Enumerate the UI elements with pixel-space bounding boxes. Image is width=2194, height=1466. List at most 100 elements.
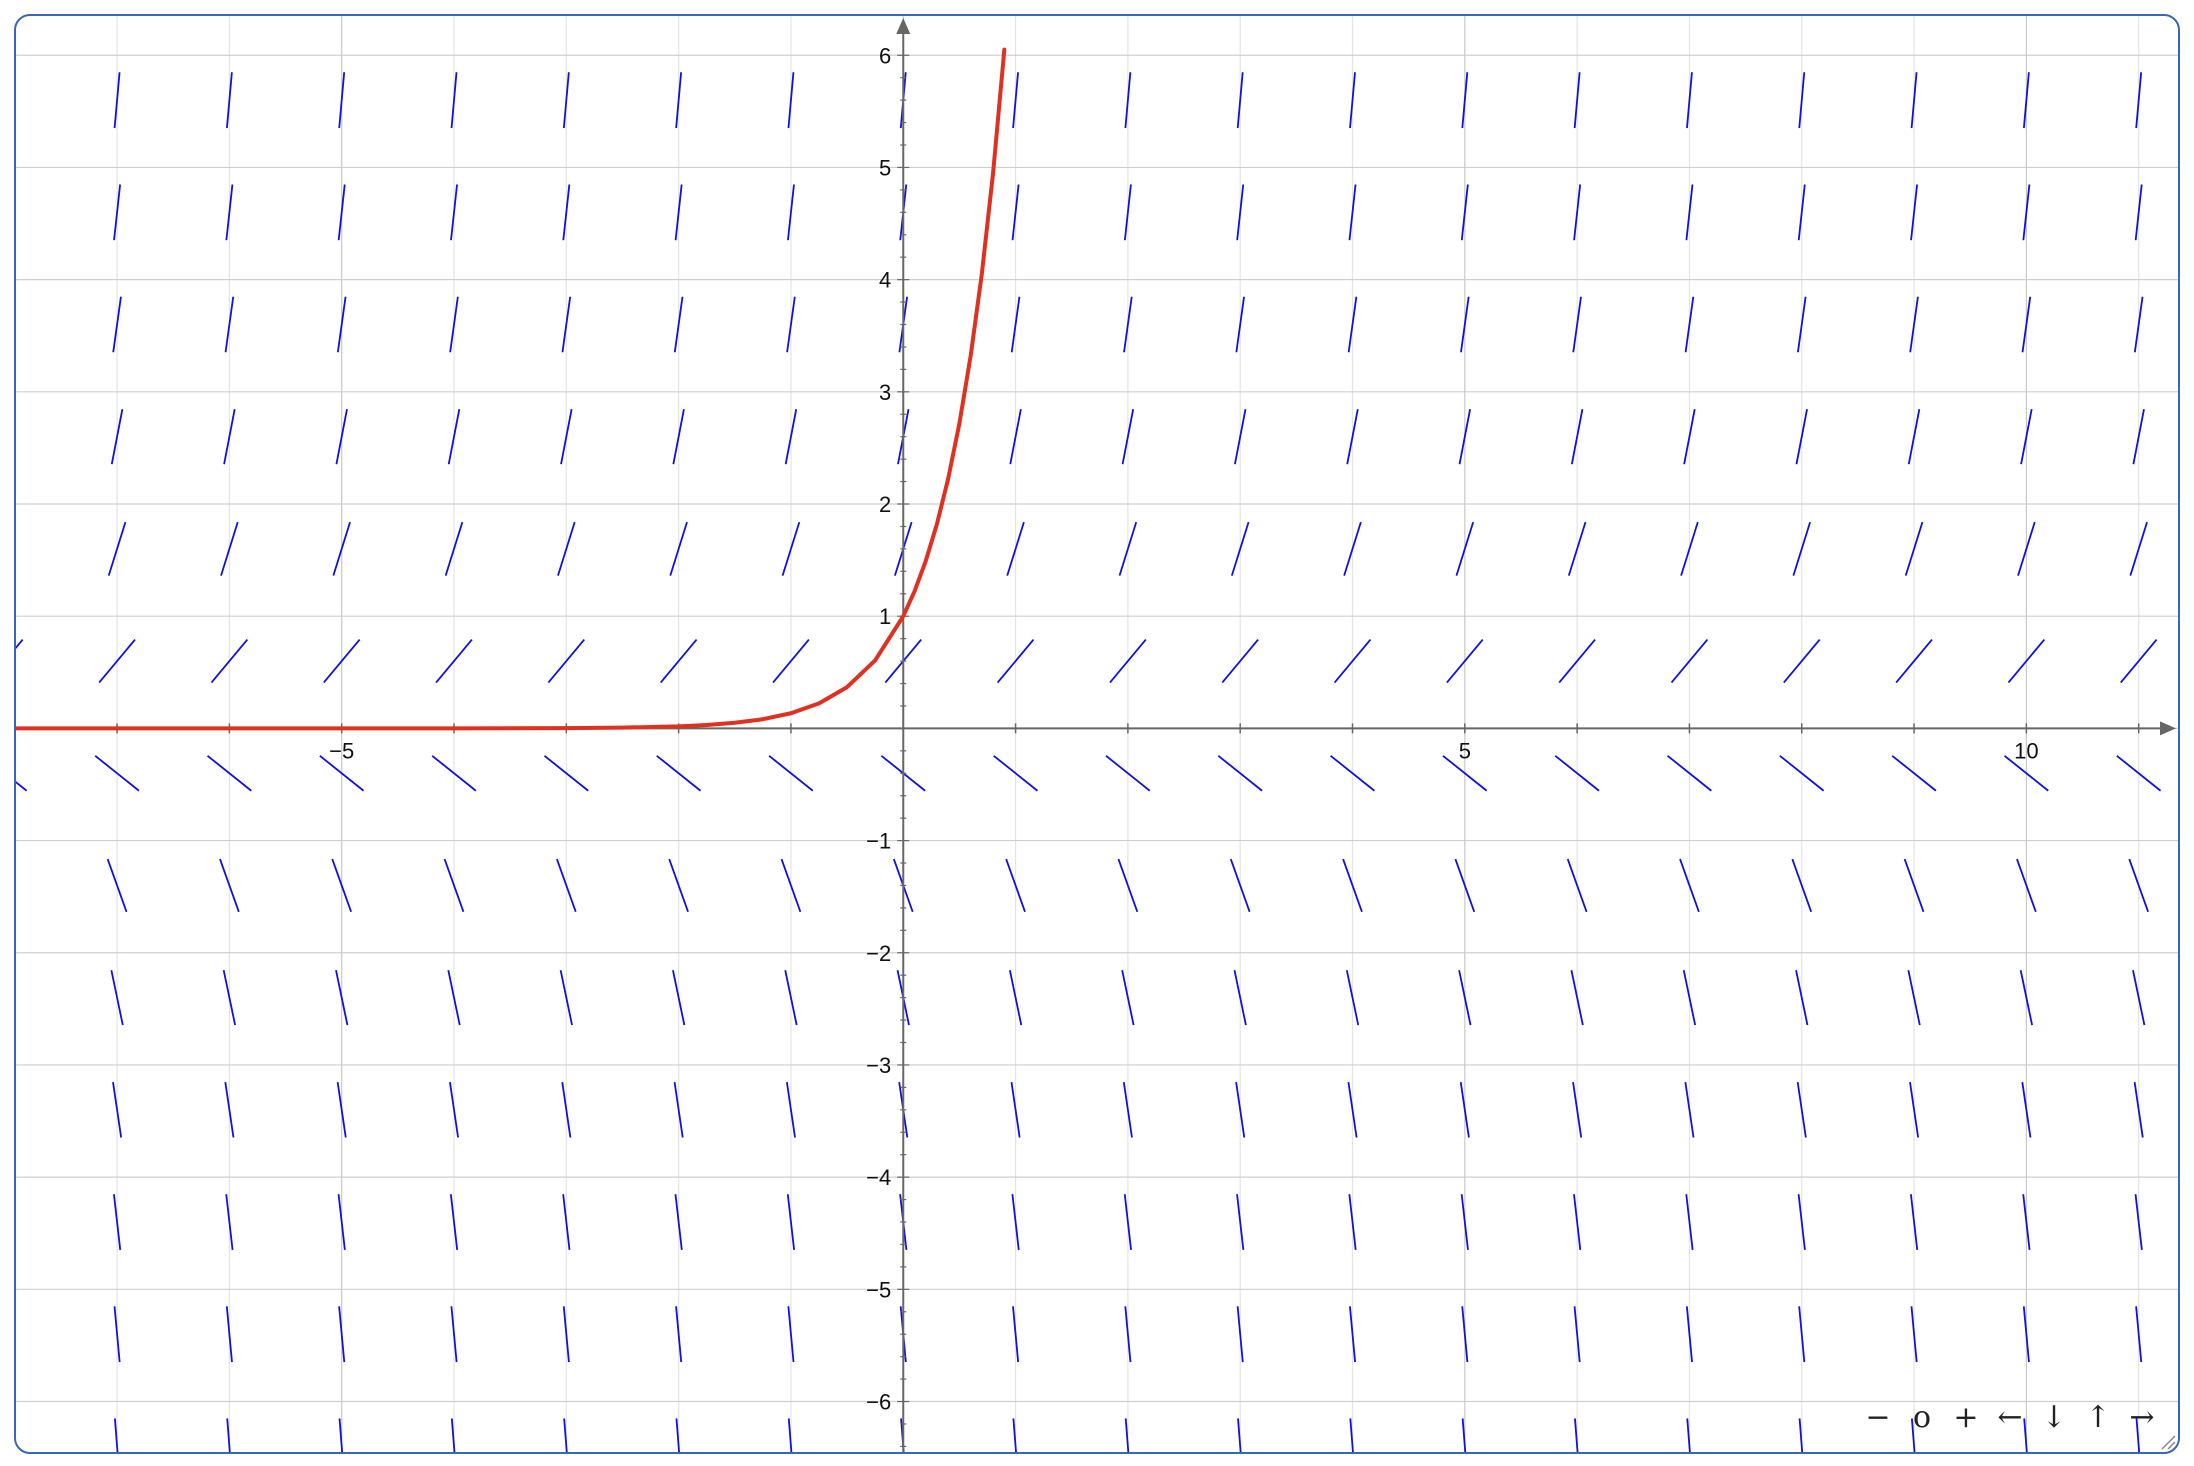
slope-segment (559, 970, 573, 1026)
slope-segment (1686, 72, 1693, 129)
slope-segment (562, 72, 570, 129)
x-tick-label: 5 (1459, 738, 1471, 763)
slope-segment (431, 755, 477, 792)
pan-right-button[interactable]: → (2129, 1400, 2155, 1435)
slope-segment (1461, 1306, 1469, 1363)
y-tick-label: 2 (879, 492, 891, 517)
slope-segment (1442, 755, 1488, 792)
slope-segment (1349, 1306, 1356, 1363)
slope-segment (786, 1194, 796, 1250)
slope-segment (1907, 409, 1921, 465)
y-tick-label: −2 (866, 941, 891, 966)
slope-segment (1554, 755, 1600, 792)
slope-segment (1122, 1081, 1133, 1138)
slope-segment (1458, 409, 1471, 465)
slope-segment (993, 755, 1039, 792)
slope-segment (447, 409, 461, 465)
slope-segment (112, 296, 122, 353)
slope-segment (210, 639, 249, 684)
slope-segment (1797, 1194, 1806, 1250)
slope-segment (1909, 1081, 1920, 1138)
slope-segment (675, 72, 683, 129)
slope-segment (220, 521, 239, 576)
slope-segment (2022, 184, 2031, 241)
slope-segment (1124, 1418, 1130, 1452)
slope-segment (338, 1306, 346, 1363)
slope-segment (1006, 521, 1025, 576)
slope-segment (1011, 184, 1020, 241)
slope-segment (1797, 296, 1807, 353)
slope-segment (1460, 1194, 1469, 1250)
slope-segment (1123, 184, 1132, 241)
slope-segment (226, 1418, 231, 1452)
x-axis-arrow (2160, 721, 2176, 736)
slope-segment (674, 1194, 683, 1250)
slope-segment (672, 409, 685, 465)
slope-segment (1680, 521, 1699, 576)
slope-segment (332, 521, 351, 576)
reset-view-button[interactable]: o (1912, 1400, 1932, 1435)
slope-segment (787, 1306, 795, 1363)
y-tick-label: −6 (866, 1390, 891, 1415)
slope-segment (1684, 296, 1695, 353)
slope-segment (1217, 755, 1263, 792)
slope-segment (2135, 1418, 2141, 1452)
slope-segment (1783, 639, 1821, 684)
slope-segment (1236, 184, 1245, 241)
slope-segment (2135, 1306, 2143, 1363)
slope-segment (786, 296, 796, 353)
pan-left-button[interactable]: ← (1997, 1400, 2023, 1435)
pan-down-button[interactable]: ↓ (2041, 1400, 2067, 1435)
slope-segment (1236, 72, 1244, 129)
slope-segment (2134, 1194, 2143, 1250)
slope-segment (1460, 296, 1470, 353)
slope-segment (1779, 755, 1825, 792)
slope-segment (1573, 184, 1582, 241)
slope-segment (1005, 858, 1026, 913)
slope-segment (1903, 858, 1925, 913)
slope-segment (16, 639, 24, 650)
slope-segment (1349, 72, 1356, 129)
slope-segment (335, 970, 349, 1026)
slope-segment (1685, 1194, 1694, 1250)
y-tick-label: 1 (879, 604, 891, 629)
slope-segment (1679, 858, 1700, 913)
slope-segment (787, 1418, 793, 1452)
slope-segment (660, 639, 698, 684)
slope-segment (1333, 639, 1372, 684)
slope-segment (106, 858, 128, 913)
slope-segment (1237, 1418, 1242, 1452)
slope-segment (1233, 970, 1247, 1026)
slope-segment (1459, 1081, 1470, 1138)
zoom-in-button[interactable]: + (1953, 1400, 1979, 1435)
slope-segment (1795, 970, 1809, 1026)
slope-segment (1117, 858, 1139, 913)
slope-segment (449, 296, 459, 353)
slope-segment (1904, 521, 1924, 576)
slope-segment (1798, 1418, 1804, 1452)
slope-segment (656, 755, 702, 792)
slope-segment (449, 1081, 459, 1138)
slope-segment (338, 72, 346, 129)
slope-segment (113, 184, 122, 241)
y-tick-label: 4 (879, 268, 891, 293)
slope-segment (2022, 72, 2030, 129)
slope-segment (1685, 1306, 1693, 1363)
pan-up-button[interactable]: ↑ (2085, 1400, 2111, 1435)
slope-segment (447, 970, 461, 1026)
y-tick-label: 6 (879, 43, 891, 68)
slope-segment (2129, 521, 2148, 576)
slope-segment (2017, 521, 2036, 576)
x-tick-label: −5 (329, 738, 354, 763)
slope-segment (1683, 409, 1696, 465)
slope-segment (1572, 1081, 1583, 1138)
slope-segment (450, 184, 458, 241)
series-line (16, 47, 1007, 731)
resize-handle-icon[interactable] (2158, 1432, 2176, 1450)
slope-segment (319, 755, 365, 792)
slope-segment (1229, 858, 1251, 913)
slope-segment (561, 1081, 572, 1138)
zoom-out-button[interactable]: − (1865, 1400, 1891, 1435)
